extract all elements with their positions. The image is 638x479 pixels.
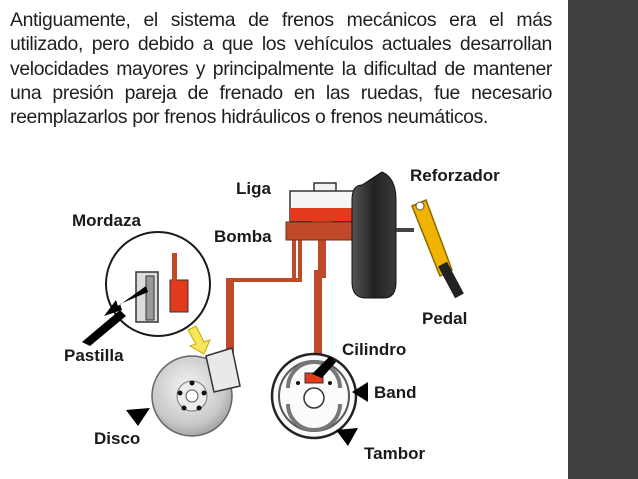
caliper-inset [105, 231, 211, 337]
intro-paragraph: Antiguamente, el sistema de frenos mecán… [10, 9, 552, 129]
master-cylinder [285, 221, 363, 241]
label-bomba: Bomba [214, 227, 272, 246]
band-arrow-icon [352, 382, 368, 402]
decorative-side-bar [568, 0, 638, 479]
pointer-arrows [82, 286, 368, 446]
label-pedal: Pedal [422, 309, 467, 328]
label-mordaza: Mordaza [72, 211, 142, 230]
brake-booster [351, 171, 414, 299]
label-band: Band [374, 383, 417, 402]
pastilla-arrow-icon [82, 310, 126, 346]
yellow-arrow-icon [187, 325, 211, 355]
mordaza-arrow-icon [104, 286, 148, 316]
disco-arrow-icon [126, 408, 150, 426]
brake-disc [151, 347, 241, 437]
hydraulic-lines [226, 240, 326, 370]
brake-drum [270, 352, 358, 440]
cilindro-arrow-icon [312, 356, 336, 378]
tambor-arrow-icon [336, 428, 358, 446]
label-reforzador: Reforzador [410, 166, 500, 185]
brake-pedal [411, 199, 464, 299]
label-tambor: Tambor [364, 444, 425, 463]
label-pastilla: Pastilla [64, 346, 124, 365]
label-liga: Liga [236, 179, 271, 198]
label-disco: Disco [94, 429, 140, 448]
label-cilindro: Cilindro [342, 340, 406, 359]
